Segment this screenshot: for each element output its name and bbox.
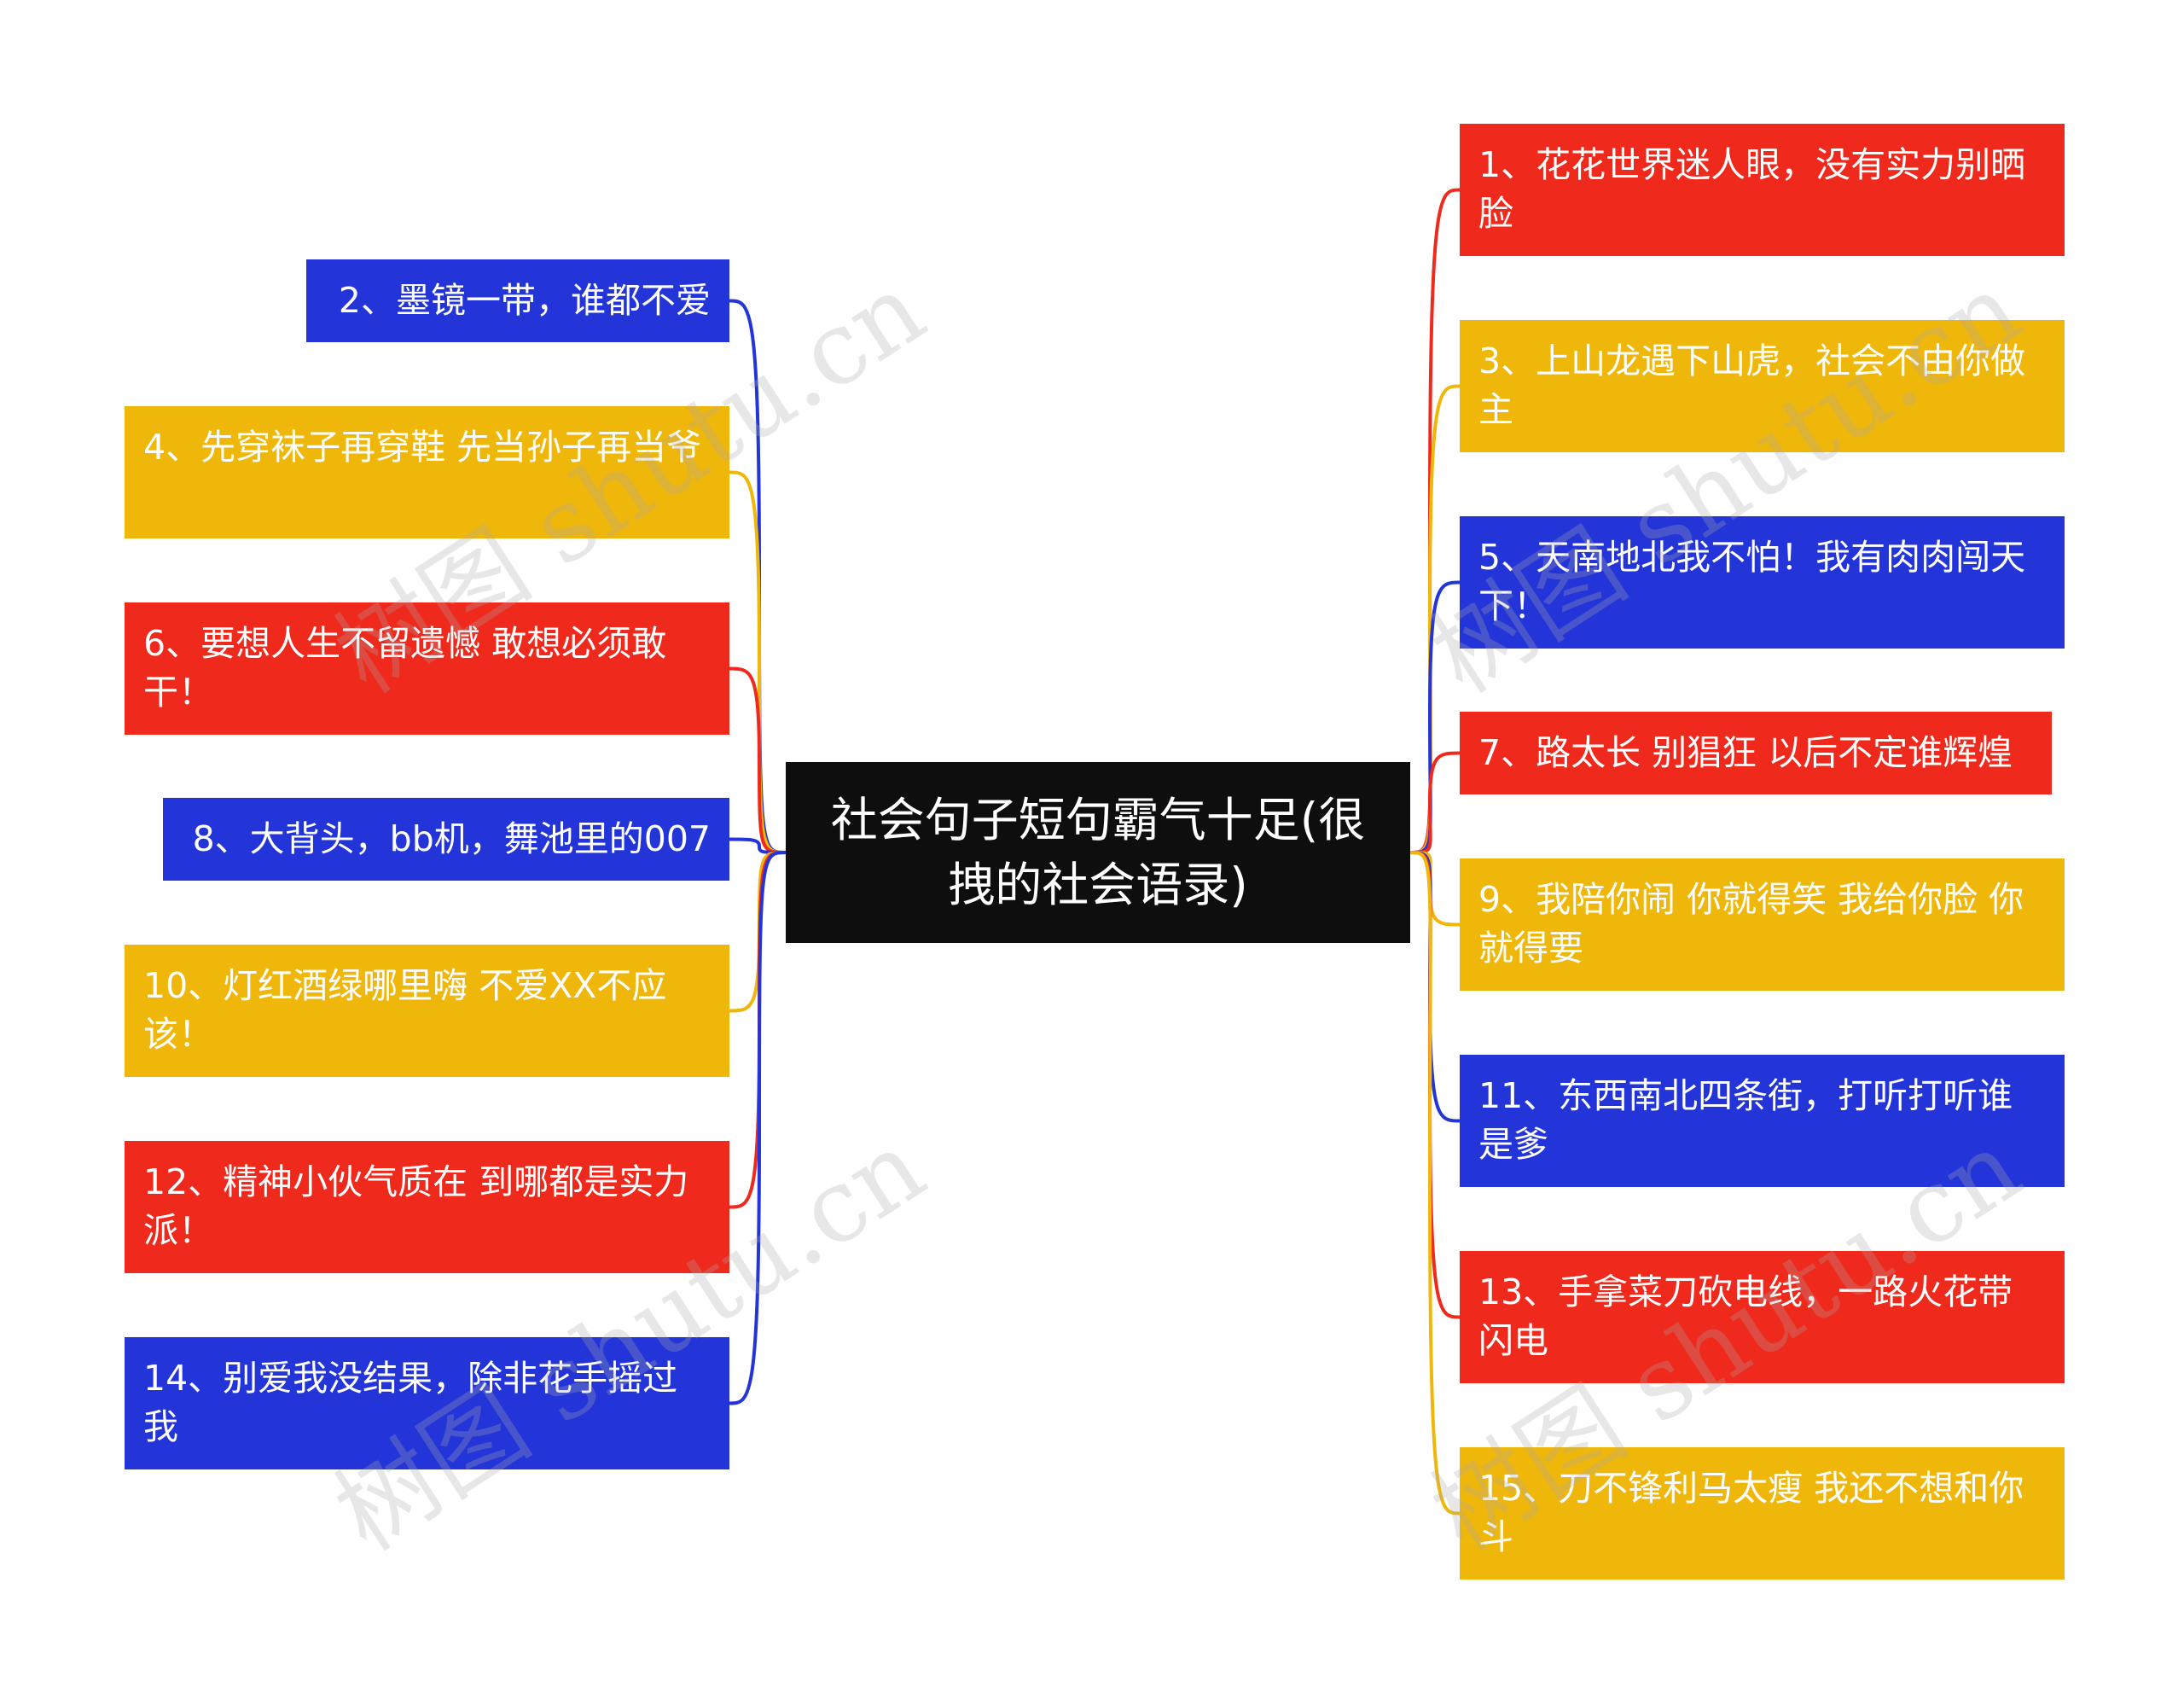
- connector-11: [1409, 851, 1461, 1123]
- branch-node-label: 2、墨镜一带，谁都不爱: [338, 280, 711, 321]
- connector-4: [729, 470, 787, 854]
- connector-15: [1409, 851, 1461, 1516]
- branch-node-12[interactable]: 12、精神小伙气质在 到哪都是实力派！: [125, 1141, 729, 1273]
- branch-node-label: 11、东西南北四条街，打听打听谁是爹: [1478, 1075, 2013, 1165]
- branch-node-5[interactable]: 5、天南地北我不怕！我有肉肉闯天下！: [1460, 516, 2065, 649]
- branch-node-14[interactable]: 14、别爱我没结果，除非花手摇过我: [125, 1337, 729, 1469]
- branch-node-8[interactable]: 8、大背头，bb机，舞池里的007: [163, 798, 729, 881]
- center-topic[interactable]: 社会句子短句霸气十足(很拽的社会语录): [786, 762, 1410, 943]
- connector-9: [1409, 851, 1461, 927]
- branch-node-4[interactable]: 4、先穿袜子再穿鞋 先当孙子再当爷: [125, 406, 729, 538]
- branch-node-label: 3、上山龙遇下山虎，社会不由你做主: [1478, 340, 2026, 430]
- branch-node-label: 1、花花世界迷人眼，没有实力别晒脸: [1478, 144, 2026, 234]
- branch-node-1[interactable]: 1、花花世界迷人眼，没有实力别晒脸: [1460, 124, 2065, 256]
- branch-node-label: 4、先穿袜子再穿鞋 先当孙子再当爷: [143, 427, 702, 468]
- branch-node-label: 6、要想人生不留遗憾 敢想必须敢干！: [143, 623, 667, 713]
- branch-node-label: 7、路太长 别猖狂 以后不定谁辉煌: [1478, 732, 2013, 773]
- connector-14: [729, 851, 787, 1405]
- branch-node-label: 5、天南地北我不怕！我有肉肉闯天下！: [1478, 537, 2026, 626]
- connector-10: [729, 851, 787, 1013]
- connector-7: [1409, 751, 1461, 854]
- connector-6: [729, 666, 787, 854]
- branch-node-2[interactable]: 2、墨镜一带，谁都不爱: [306, 259, 729, 342]
- connector-8: [729, 837, 787, 854]
- branch-node-label: 15、刀不锋利马太瘦 我还不想和你斗: [1478, 1468, 2024, 1557]
- branch-node-3[interactable]: 3、上山龙遇下山虎，社会不由你做主: [1460, 320, 2065, 452]
- branch-node-label: 10、灯红酒绿哪里嗨 不爱XX不应该！: [143, 965, 667, 1055]
- branch-node-label: 14、别爱我没结果，除非花手摇过我: [143, 1358, 678, 1447]
- branch-node-label: 9、我陪你闹 你就得笑 我给你脸 你就得要: [1478, 879, 2024, 969]
- branch-node-10[interactable]: 10、灯红酒绿哪里嗨 不爱XX不应该！: [125, 945, 729, 1077]
- branch-node-7[interactable]: 7、路太长 别猖狂 以后不定谁辉煌: [1460, 712, 2052, 794]
- branch-node-label: 12、精神小伙气质在 到哪都是实力派！: [143, 1161, 689, 1251]
- branch-node-6[interactable]: 6、要想人生不留遗憾 敢想必须敢干！: [125, 602, 729, 735]
- branch-node-13[interactable]: 13、手拿菜刀砍电线，一路火花带闪电: [1460, 1251, 2065, 1383]
- branch-node-label: 13、手拿菜刀砍电线，一路火花带闪电: [1478, 1271, 2013, 1361]
- branch-node-15[interactable]: 15、刀不锋利马太瘦 我还不想和你斗: [1460, 1447, 2065, 1580]
- center-topic-label: 社会句子短句霸气十足(很拽的社会语录): [830, 793, 1366, 912]
- connector-5: [1409, 580, 1461, 854]
- branch-node-9[interactable]: 9、我陪你闹 你就得笑 我给你脸 你就得要: [1460, 858, 2065, 991]
- branch-node-11[interactable]: 11、东西南北四条街，打听打听谁是爹: [1460, 1055, 2065, 1187]
- branch-node-label: 8、大背头，bb机，舞池里的007: [192, 818, 711, 859]
